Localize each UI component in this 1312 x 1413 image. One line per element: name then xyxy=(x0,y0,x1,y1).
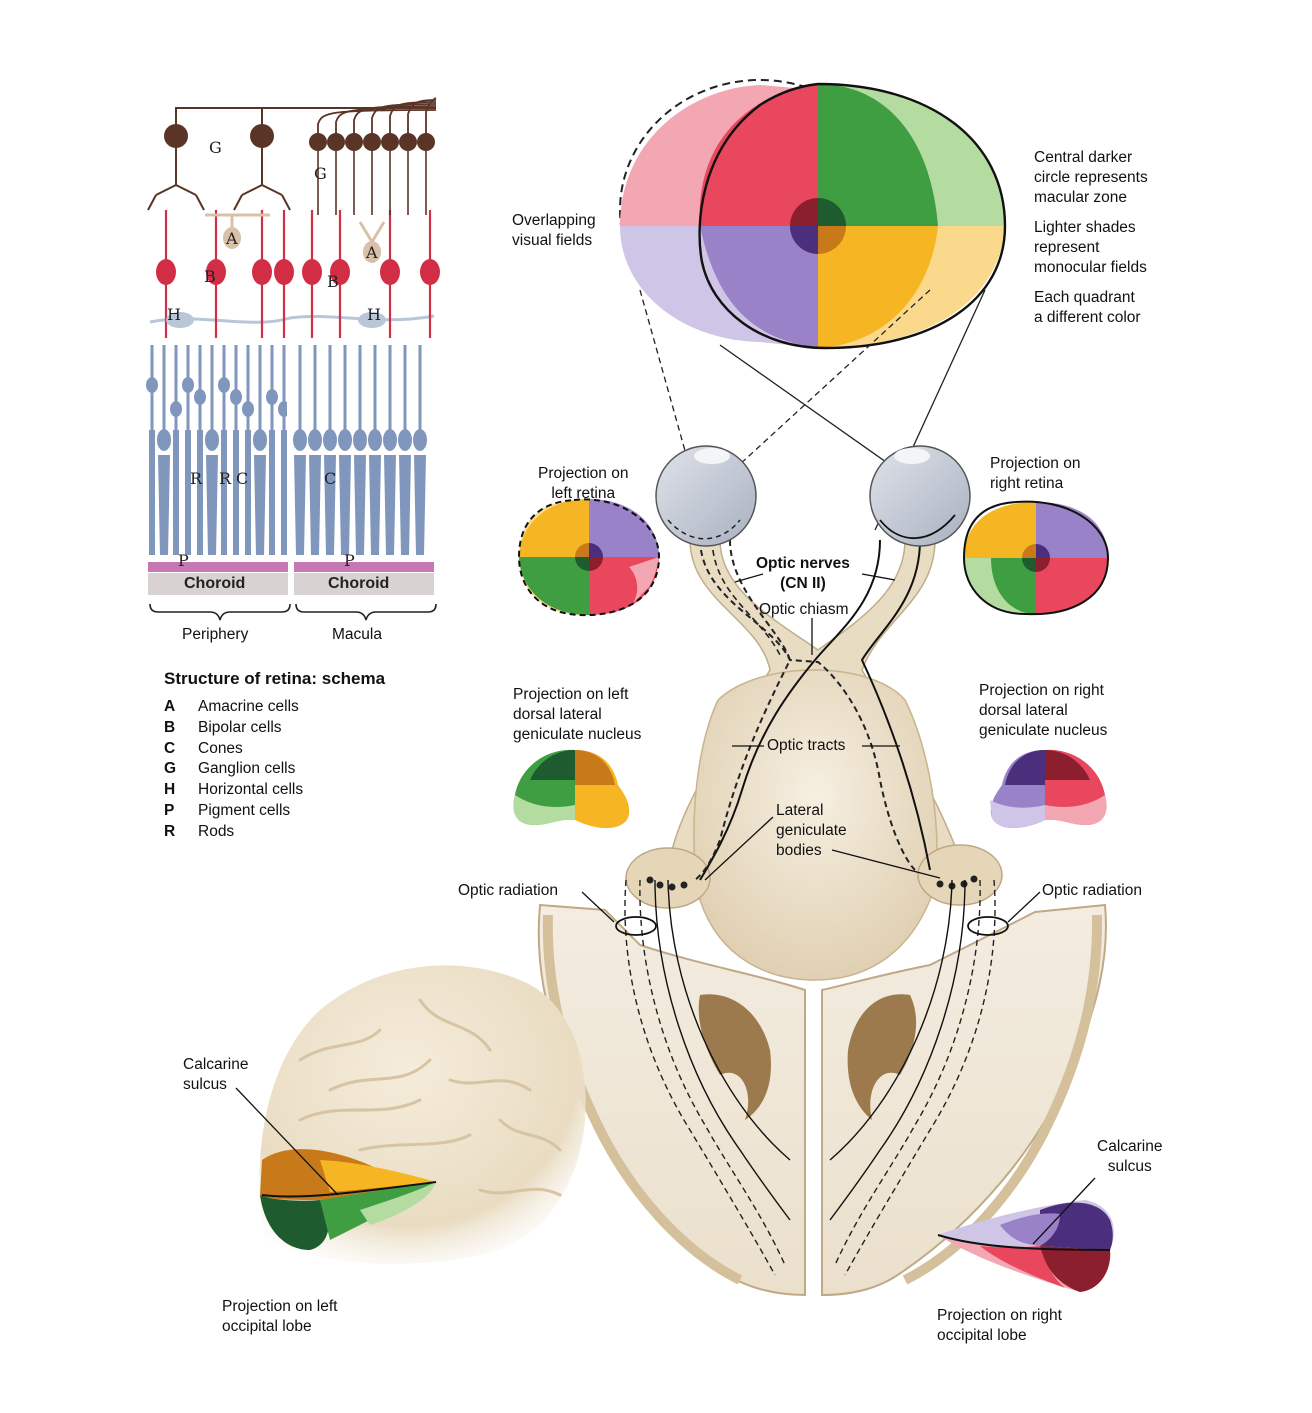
label-bipolar: B xyxy=(204,267,216,286)
label-pigment: P xyxy=(178,551,189,570)
right-retina-projection xyxy=(962,500,1110,616)
label-pigment-macula: P xyxy=(344,551,355,570)
label-macula: Macula xyxy=(332,626,382,643)
label-cone-macula: C xyxy=(324,469,337,488)
label-choroid-periphery: Choroid xyxy=(184,575,246,592)
left-retina-projection xyxy=(517,498,661,617)
label-projection-left-retina: Projection on left retina xyxy=(538,465,629,502)
left-eye xyxy=(655,445,757,547)
label-projection-left-lgn: Projection on left dorsal lateral genicu… xyxy=(513,686,642,743)
field-upper-left xyxy=(699,84,818,226)
label-projection-right-occipital: Projection on right occipital lobe xyxy=(937,1307,1062,1344)
label-ganglion-macula: G xyxy=(314,164,327,183)
label-choroid-macula: Choroid xyxy=(328,575,390,592)
label-calcarine-sulcus-right: Calcarine sulcus xyxy=(1097,1138,1163,1175)
right-eye xyxy=(869,445,971,547)
lateral-brain xyxy=(235,965,586,1264)
coronal-sections xyxy=(537,879,1107,1297)
label-optic-radiation-left: Optic radiation xyxy=(458,882,558,899)
field-upper-right xyxy=(818,84,938,226)
label-optic-nerves: Optic nerves (CN II) xyxy=(756,555,850,592)
label-optic-chiasm: Optic chiasm xyxy=(759,601,849,618)
label-ganglion: G xyxy=(209,138,222,157)
label-rod-2: R xyxy=(219,469,232,488)
label-bipolar-macula: B xyxy=(327,272,339,291)
label-optic-radiation-right: Optic radiation xyxy=(1042,882,1142,899)
field-lower-left xyxy=(700,226,818,348)
leader-lines xyxy=(581,573,1041,923)
label-calcarine-sulcus-left: Calcarine sulcus xyxy=(183,1056,249,1093)
retinal-neurons xyxy=(147,97,440,338)
right-lateral-ventricle xyxy=(847,994,917,1120)
left-lateral-ventricle xyxy=(698,994,771,1120)
optic-pathway xyxy=(625,445,1003,981)
label-periphery: Periphery xyxy=(182,626,249,643)
label-central-darker-circle: Central darker circle represents macular… xyxy=(1034,149,1148,206)
label-projection-left-occipital: Projection on left occipital lobe xyxy=(222,1298,338,1335)
label-amacrine-macula: A xyxy=(366,243,378,262)
label-projection-right-retina: Projection on right retina xyxy=(990,455,1081,492)
label-rod-1: R xyxy=(190,469,203,488)
choroid-layer xyxy=(148,573,288,595)
label-horizontal: H xyxy=(167,305,181,324)
periphery-brace xyxy=(149,603,291,621)
macula-brace xyxy=(295,603,437,621)
label-each-quadrant: Each quadrant a different color xyxy=(1034,289,1141,326)
legend-title: Structure of retina: schema xyxy=(164,669,386,688)
label-projection-right-lgn: Projection on right dorsal lateral genic… xyxy=(979,682,1108,739)
pigment-layer xyxy=(148,562,288,572)
left-lgn-projection xyxy=(513,749,630,829)
label-horizontal-macula: H xyxy=(367,305,381,324)
right-lgn-projection xyxy=(990,749,1107,829)
label-overlapping-visual-fields: Overlapping visual fields xyxy=(512,212,596,249)
retina-schema xyxy=(146,97,440,621)
label-cone: C xyxy=(236,469,249,488)
label-lateral-geniculate-bodies: Lateral geniculate bodies xyxy=(776,802,847,859)
field-lower-right xyxy=(818,226,938,348)
photoreceptor-cells xyxy=(146,345,427,555)
label-amacrine: A xyxy=(226,229,238,248)
macular-zone xyxy=(790,198,846,254)
visual-fields xyxy=(619,79,1007,541)
right-occipital-projection xyxy=(937,1177,1114,1292)
label-optic-tracts: Optic tracts xyxy=(767,737,846,754)
label-lighter-shades: Lighter shades represent monocular field… xyxy=(1034,219,1147,276)
